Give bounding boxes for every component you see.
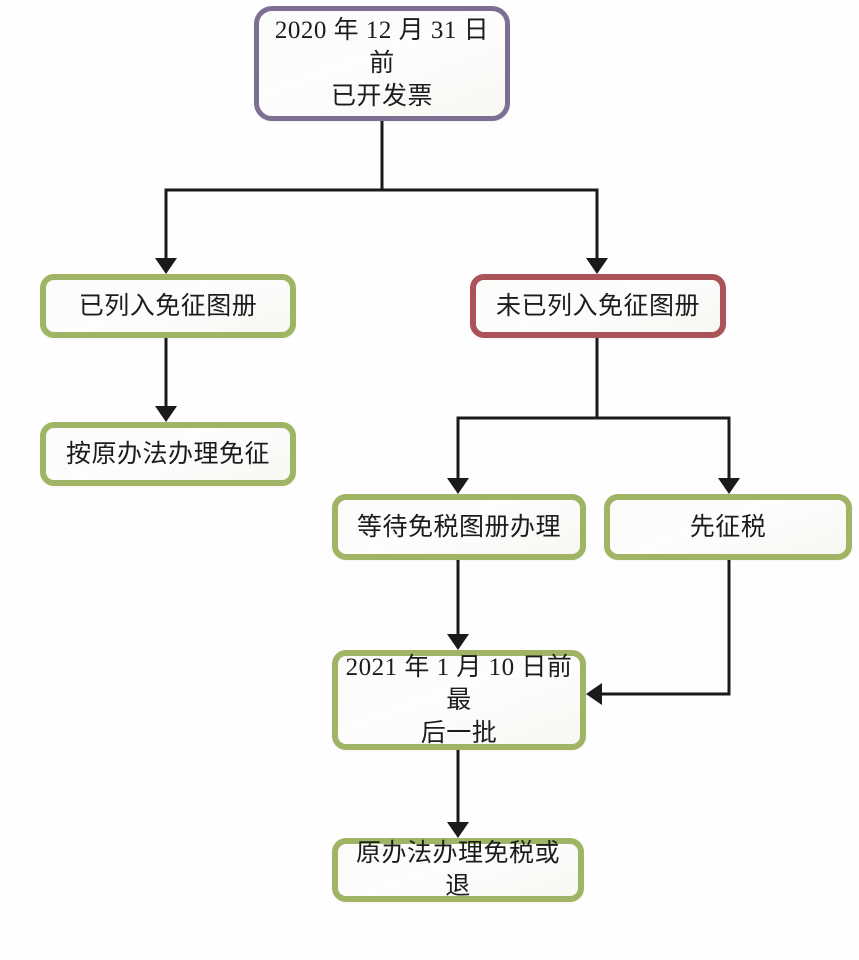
arrowhead	[155, 406, 177, 422]
arrowhead	[155, 258, 177, 274]
node-label: 已列入免征图册	[78, 292, 258, 320]
arrowhead	[586, 258, 608, 274]
node-invoiced-before-2020-12-31: 2020 年 12 月 31 日前 已开发票	[254, 6, 510, 121]
node-label: 2021 年 1 月 10 日前最 后一批	[345, 653, 573, 747]
node-not-listed-in-exemption-catalog: 未已列入免征图册	[470, 274, 726, 338]
arrowhead	[447, 478, 469, 494]
connector-edge-wait-to-lastbatch	[447, 560, 469, 650]
arrowhead	[447, 634, 469, 650]
arrowhead	[447, 822, 469, 838]
connector-edge-notlisted-to-paytax	[597, 416, 740, 494]
node-label: 按原办法办理免征	[65, 440, 270, 468]
connector-edge-paytax-to-lastbatch	[586, 560, 731, 705]
node-exempt-by-original-method: 按原办法办理免征	[40, 422, 296, 486]
node-original-method-exempt-or-refund: 原办法办理免税或退	[332, 838, 584, 902]
node-label: 先征税	[689, 513, 767, 541]
connector-edge-notlisted-to-wait	[447, 338, 599, 494]
node-label: 原办法办理免税或退	[355, 840, 560, 900]
arrowhead	[718, 478, 740, 494]
connector-edge-top-to-listed	[155, 121, 384, 274]
node-pay-tax-first: 先征税	[604, 494, 852, 560]
connector-edge-listed-to-exempt	[155, 338, 177, 422]
node-last-batch-before-2021-01-10: 2021 年 1 月 10 日前最 后一批	[332, 650, 586, 750]
node-label: 等待免税图册办理	[356, 513, 561, 541]
connector-edge-lastbatch-to-final	[447, 750, 469, 838]
node-label: 未已列入免征图册	[495, 292, 700, 320]
node-label: 2020 年 12 月 31 日前 已开发票	[274, 17, 490, 110]
arrowhead	[586, 683, 602, 705]
connector-edge-top-to-not-listed	[382, 188, 608, 274]
node-wait-for-tax-free-catalog: 等待免税图册办理	[332, 494, 586, 560]
node-listed-in-exemption-catalog: 已列入免征图册	[40, 274, 296, 338]
